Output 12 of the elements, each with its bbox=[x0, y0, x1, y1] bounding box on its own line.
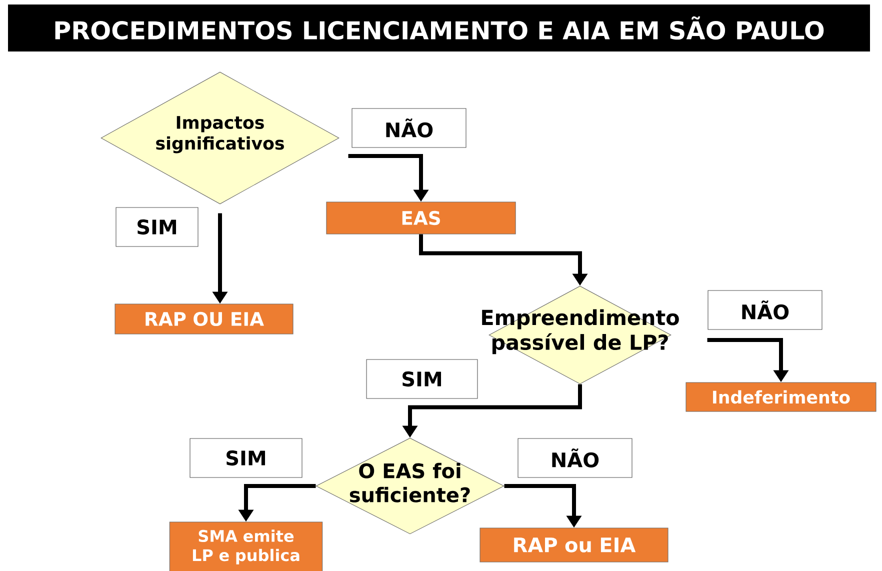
edge-label: NÃO bbox=[352, 108, 466, 148]
process-box: EAS bbox=[326, 202, 516, 234]
process-box: Indeferimento bbox=[686, 382, 876, 412]
title-bar: PROCEDIMENTOS LICENCIAMENTO E AIA EM SÃO PAULO bbox=[8, 4, 870, 52]
process-box: RAP ou EIA bbox=[480, 528, 668, 562]
edge-label: SIM bbox=[366, 359, 478, 399]
edge-label: SIM bbox=[190, 438, 302, 478]
edge-label: NÃO bbox=[518, 438, 632, 478]
edge-label: SIM bbox=[116, 207, 198, 247]
process-box: RAP OU EIA bbox=[114, 304, 294, 334]
process-box: SMA emite LP e publica bbox=[169, 522, 323, 571]
edge-label: NÃO bbox=[708, 290, 822, 330]
